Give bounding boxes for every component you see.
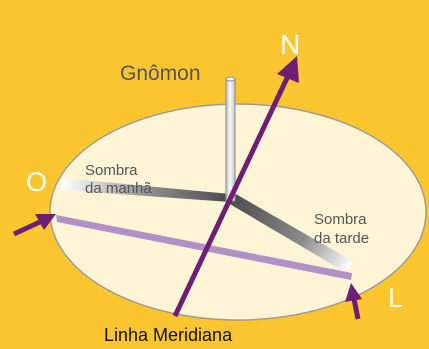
meridian-arrowhead-icon <box>277 56 299 83</box>
gnomon-top <box>225 76 236 82</box>
morning-shadow-label-line2: da manhã <box>85 180 152 197</box>
west-arrow <box>12 214 56 237</box>
meridian-arrow <box>172 56 299 318</box>
afternoon-shadow-label-line2: da tarde <box>314 230 369 247</box>
gnomon-post <box>225 78 236 202</box>
meridian-line-label: Linha Meridiana <box>104 325 233 345</box>
ground-disc <box>49 103 427 321</box>
east-label: L <box>388 283 403 313</box>
sun-path-line <box>56 215 352 280</box>
afternoon-shadow-label-line1: Sombra <box>314 211 367 228</box>
north-label: N <box>280 29 300 60</box>
meridian-arrow-shaft <box>172 74 291 318</box>
gnomon <box>225 76 236 202</box>
morning-shadow-label-line1: Sombra <box>85 162 138 179</box>
east-arrow-shaft <box>351 298 361 320</box>
morning-shadow <box>62 178 230 202</box>
west-arrowhead-icon <box>35 214 56 230</box>
afternoon-shadow <box>228 193 354 272</box>
east-arrowhead-icon <box>345 283 362 302</box>
west-label: O <box>26 167 47 197</box>
gnomon-label: Gnômon <box>120 62 201 85</box>
east-arrow <box>345 283 362 320</box>
west-arrow-shaft <box>12 218 44 237</box>
